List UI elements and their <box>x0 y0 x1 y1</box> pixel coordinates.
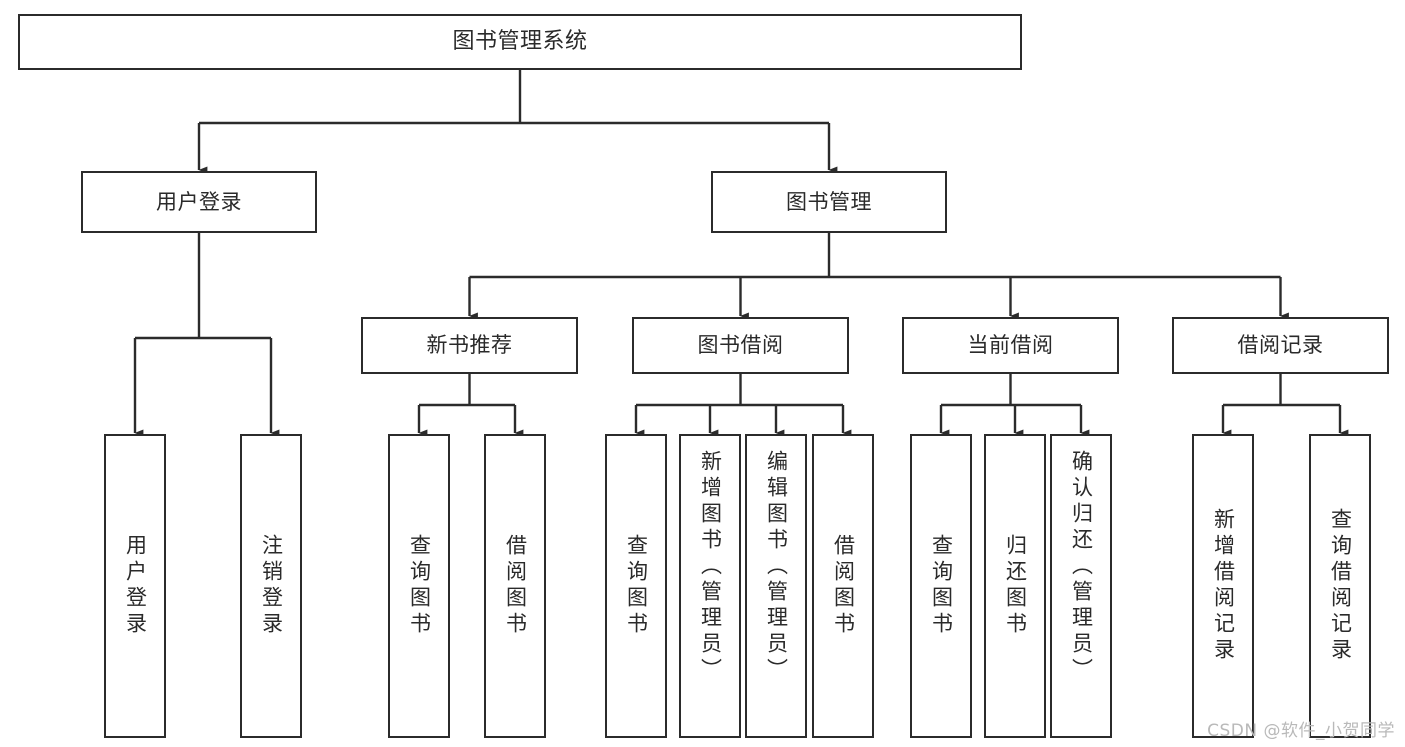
node-leaf-add-book-admin[interactable]: 新增图书（管理员） <box>679 434 741 738</box>
node-leaf-query-borrow-record[interactable]: 查询借阅记录 <box>1309 434 1371 738</box>
node-leaf-query-book-new-label: 查询图书 <box>407 534 432 638</box>
node-leaf-query-book-current[interactable]: 查询图书 <box>910 434 972 738</box>
node-book-borrow[interactable]: 图书借阅 <box>632 317 849 374</box>
node-leaf-return-book-label: 归还图书 <box>1003 534 1028 638</box>
node-leaf-confirm-return-admin[interactable]: 确认归还（管理员） <box>1050 434 1112 738</box>
node-leaf-query-book-borrow-label: 查询图书 <box>624 534 649 638</box>
node-leaf-query-borrow-record-label: 查询借阅记录 <box>1328 508 1353 664</box>
node-user-login[interactable]: 用户登录 <box>81 171 317 233</box>
node-leaf-edit-book-admin-label: 编辑图书（管理员） <box>764 450 789 684</box>
node-leaf-add-book-admin-label: 新增图书（管理员） <box>698 450 723 684</box>
node-leaf-user-login[interactable]: 用户登录 <box>104 434 166 738</box>
node-leaf-add-borrow-record[interactable]: 新增借阅记录 <box>1192 434 1254 738</box>
node-new-book-recommend[interactable]: 新书推荐 <box>361 317 578 374</box>
node-leaf-return-book[interactable]: 归还图书 <box>984 434 1046 738</box>
node-user-login-label: 用户登录 <box>156 189 242 214</box>
node-leaf-borrow-book-new-label: 借阅图书 <box>503 534 528 638</box>
node-borrow-record-label: 借阅记录 <box>1237 333 1324 358</box>
node-book-borrow-label: 图书借阅 <box>697 333 784 358</box>
node-leaf-borrow-book-borrow-label: 借阅图书 <box>831 534 856 638</box>
node-book-manage[interactable]: 图书管理 <box>711 171 947 233</box>
node-root-label: 图书管理系统 <box>452 29 588 55</box>
node-leaf-query-book-new[interactable]: 查询图书 <box>388 434 450 738</box>
node-leaf-logout-label: 注销登录 <box>259 534 284 638</box>
node-leaf-add-borrow-record-label: 新增借阅记录 <box>1211 508 1236 664</box>
node-current-borrow-label: 当前借阅 <box>967 333 1054 358</box>
node-root[interactable]: 图书管理系统 <box>18 14 1022 70</box>
node-leaf-confirm-return-admin-label: 确认归还（管理员） <box>1069 450 1094 684</box>
node-leaf-user-login-label: 用户登录 <box>123 534 148 638</box>
node-leaf-borrow-book-new[interactable]: 借阅图书 <box>484 434 546 738</box>
node-leaf-logout[interactable]: 注销登录 <box>240 434 302 738</box>
node-leaf-query-book-current-label: 查询图书 <box>929 534 954 638</box>
node-leaf-query-book-borrow[interactable]: 查询图书 <box>605 434 667 738</box>
node-book-manage-label: 图书管理 <box>786 189 872 214</box>
node-leaf-edit-book-admin[interactable]: 编辑图书（管理员） <box>745 434 807 738</box>
node-current-borrow[interactable]: 当前借阅 <box>902 317 1119 374</box>
node-new-book-recommend-label: 新书推荐 <box>426 333 513 358</box>
node-leaf-borrow-book-borrow[interactable]: 借阅图书 <box>812 434 874 738</box>
node-borrow-record[interactable]: 借阅记录 <box>1172 317 1389 374</box>
watermark-label: CSDN @软件_小贺同学 <box>1207 721 1395 741</box>
